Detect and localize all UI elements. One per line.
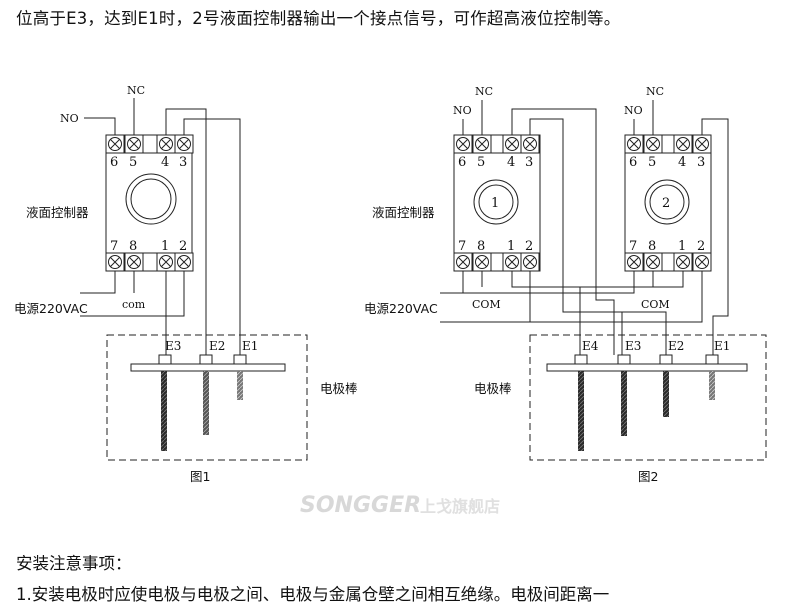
c2-label-4: 4 [678,155,686,170]
c2-no-label: NO [624,104,643,117]
c2-label-5: 5 [648,155,656,170]
terminal-label-4: 4 [161,155,169,170]
figure-1-caption: 图1 [190,469,210,484]
notes-line-1: 1.安装电极时应使电极与电极之间、电极与金属仓壁之间相互绝缘。电极间距离一 [16,585,610,604]
c2-label-3: 3 [697,155,705,170]
electrode-rod-e2-fig2 [663,371,669,417]
terminal-label-1: 1 [161,239,169,254]
intro-text: 位高于E3，达到E1时，2号液面控制器输出一个接点信号，可作超高液位控制等。 [16,9,621,28]
terminal-4 [156,134,176,154]
electrode-label-e2: E2 [209,339,225,353]
c1-terminal-5 [472,134,492,154]
c1-label-5: 5 [477,155,485,170]
terminal-label-3: 3 [179,155,187,170]
watermark-brand: SONGGER [300,493,421,518]
controller-2-body [624,134,712,272]
terminal-label-5: 5 [129,155,137,170]
knob-inner [130,178,172,220]
electrode-rod-e3 [161,371,167,451]
electrode-rod-e4 [578,371,584,451]
c1-terminal-2 [520,252,540,272]
c2-nc-label: NC [646,85,664,98]
no-label: NO [60,112,79,125]
figure-1 [80,98,308,461]
power-label-2: 电源220VAC [364,301,438,316]
terminal-label-2: 2 [179,239,187,254]
c1-no-label: NO [453,104,472,117]
figure-2 [440,100,767,461]
controller-body [105,134,193,272]
c2-terminal-7 [624,252,644,272]
figure-2-caption: 图2 [638,469,658,484]
c1-nc-label: NC [475,85,493,98]
c1-terminal-4 [502,134,522,154]
watermark-store: 上戈旗舰店 [420,497,500,516]
controller-1-body [453,134,541,272]
c1-com-label: COM [472,298,501,311]
fig2-electrode-e4: E4 [582,339,599,353]
c1-terminal-6 [453,134,473,154]
nc-label: NC [127,84,145,97]
c2-terminal-2 [692,252,712,272]
c1-terminal-7 [453,252,473,272]
electrode-rod-e1 [237,371,243,400]
fig2-electrode-e3: E3 [625,339,641,353]
notes-title: 安装注意事项： [16,554,132,573]
electrode-enclosure-2 [529,334,767,461]
c1-label-6: 6 [458,155,466,170]
c1-label-8: 8 [477,239,485,254]
c2-terminal-8 [643,252,663,272]
c2-label-2: 2 [697,239,705,254]
electrode-rod-e2 [203,371,209,435]
c2-terminal-3 [692,134,712,154]
power-label: 电源220VAC [14,301,88,316]
electrode-label-2: 电极棒 [474,381,512,396]
controller-label-2: 液面控制器 [372,205,435,220]
c2-label-8: 8 [648,239,656,254]
c2-label-1: 1 [678,239,686,254]
c1-terminal-3 [520,134,540,154]
c2-terminal-1 [673,252,693,272]
c2-label-6: 6 [629,155,637,170]
c1-label-4: 4 [507,155,515,170]
c1-terminal-1 [502,252,522,272]
fig2-electrode-e1: E1 [714,339,730,353]
c1-label-7: 7 [458,239,466,254]
terminal-3 [174,134,194,154]
c2-label-7: 7 [629,239,637,254]
electrode-label: 电极棒 [320,381,358,396]
electrode-bar-2 [546,363,748,372]
c1-label-1: 1 [507,239,515,254]
electrode-label-e1: E1 [242,339,258,353]
controller-2-number: 2 [662,196,670,211]
electrode-label-e3: E3 [165,339,181,353]
c2-terminal-6 [624,134,644,154]
c2-terminal-5 [643,134,663,154]
fig2-electrode-e2: E2 [668,339,684,353]
terminal-2 [174,252,194,272]
c1-label-2: 2 [525,239,533,254]
electrode-rod-e1-fig2 [709,371,715,400]
electrode-rod-e3-fig2 [621,371,627,436]
terminal-7 [105,252,125,272]
controller-1-number: 1 [491,196,499,211]
c1-terminal-8 [472,252,492,272]
terminal-5 [124,134,144,154]
terminal-label-7: 7 [110,239,118,254]
knob-outer [125,173,177,225]
electrode-enclosure [106,334,308,461]
terminal-1 [156,252,176,272]
terminal-label-8: 8 [129,239,137,254]
controller-label: 液面控制器 [26,205,89,220]
terminal-6 [105,134,125,154]
c2-terminal-4 [673,134,693,154]
terminal-label-6: 6 [110,155,118,170]
com-label: com [122,298,146,311]
c2-com-label: COM [641,298,670,311]
terminal-8 [124,252,144,272]
electrode-bar [130,363,286,372]
c1-label-3: 3 [525,155,533,170]
